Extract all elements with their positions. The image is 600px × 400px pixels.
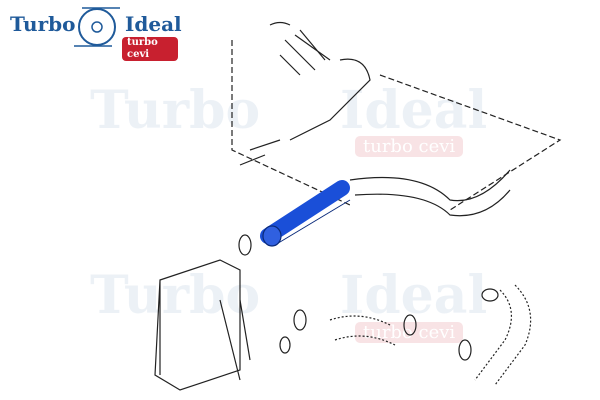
logo-tagline: turbo cevi	[122, 37, 178, 61]
group-outline-right	[379, 74, 562, 211]
right-pipe	[349, 169, 511, 217]
watermark-right-bottom: Ideal	[340, 265, 488, 326]
left-clamps	[239, 139, 281, 166]
upper-clamps	[284, 34, 331, 71]
highlighted-hose	[260, 180, 350, 244]
brand-logo: Turbo Ideal turbo cevi	[8, 6, 182, 61]
turbine-logo-icon	[74, 7, 120, 47]
bracket	[219, 299, 251, 381]
upper-pipe	[269, 21, 371, 141]
lower-hose	[329, 315, 396, 346]
watermark-tagline-top: turbo cevi	[355, 136, 464, 157]
watermark-tagline-bottom: turbo cevi	[355, 322, 464, 343]
intercooler	[154, 259, 241, 391]
group-outline-upper	[231, 40, 351, 206]
watermark-right-top: Ideal	[340, 80, 488, 141]
right-lower-hose	[474, 284, 532, 386]
logo-text-left: Turbo	[10, 12, 76, 36]
logo-text-right: Ideal	[125, 12, 182, 36]
